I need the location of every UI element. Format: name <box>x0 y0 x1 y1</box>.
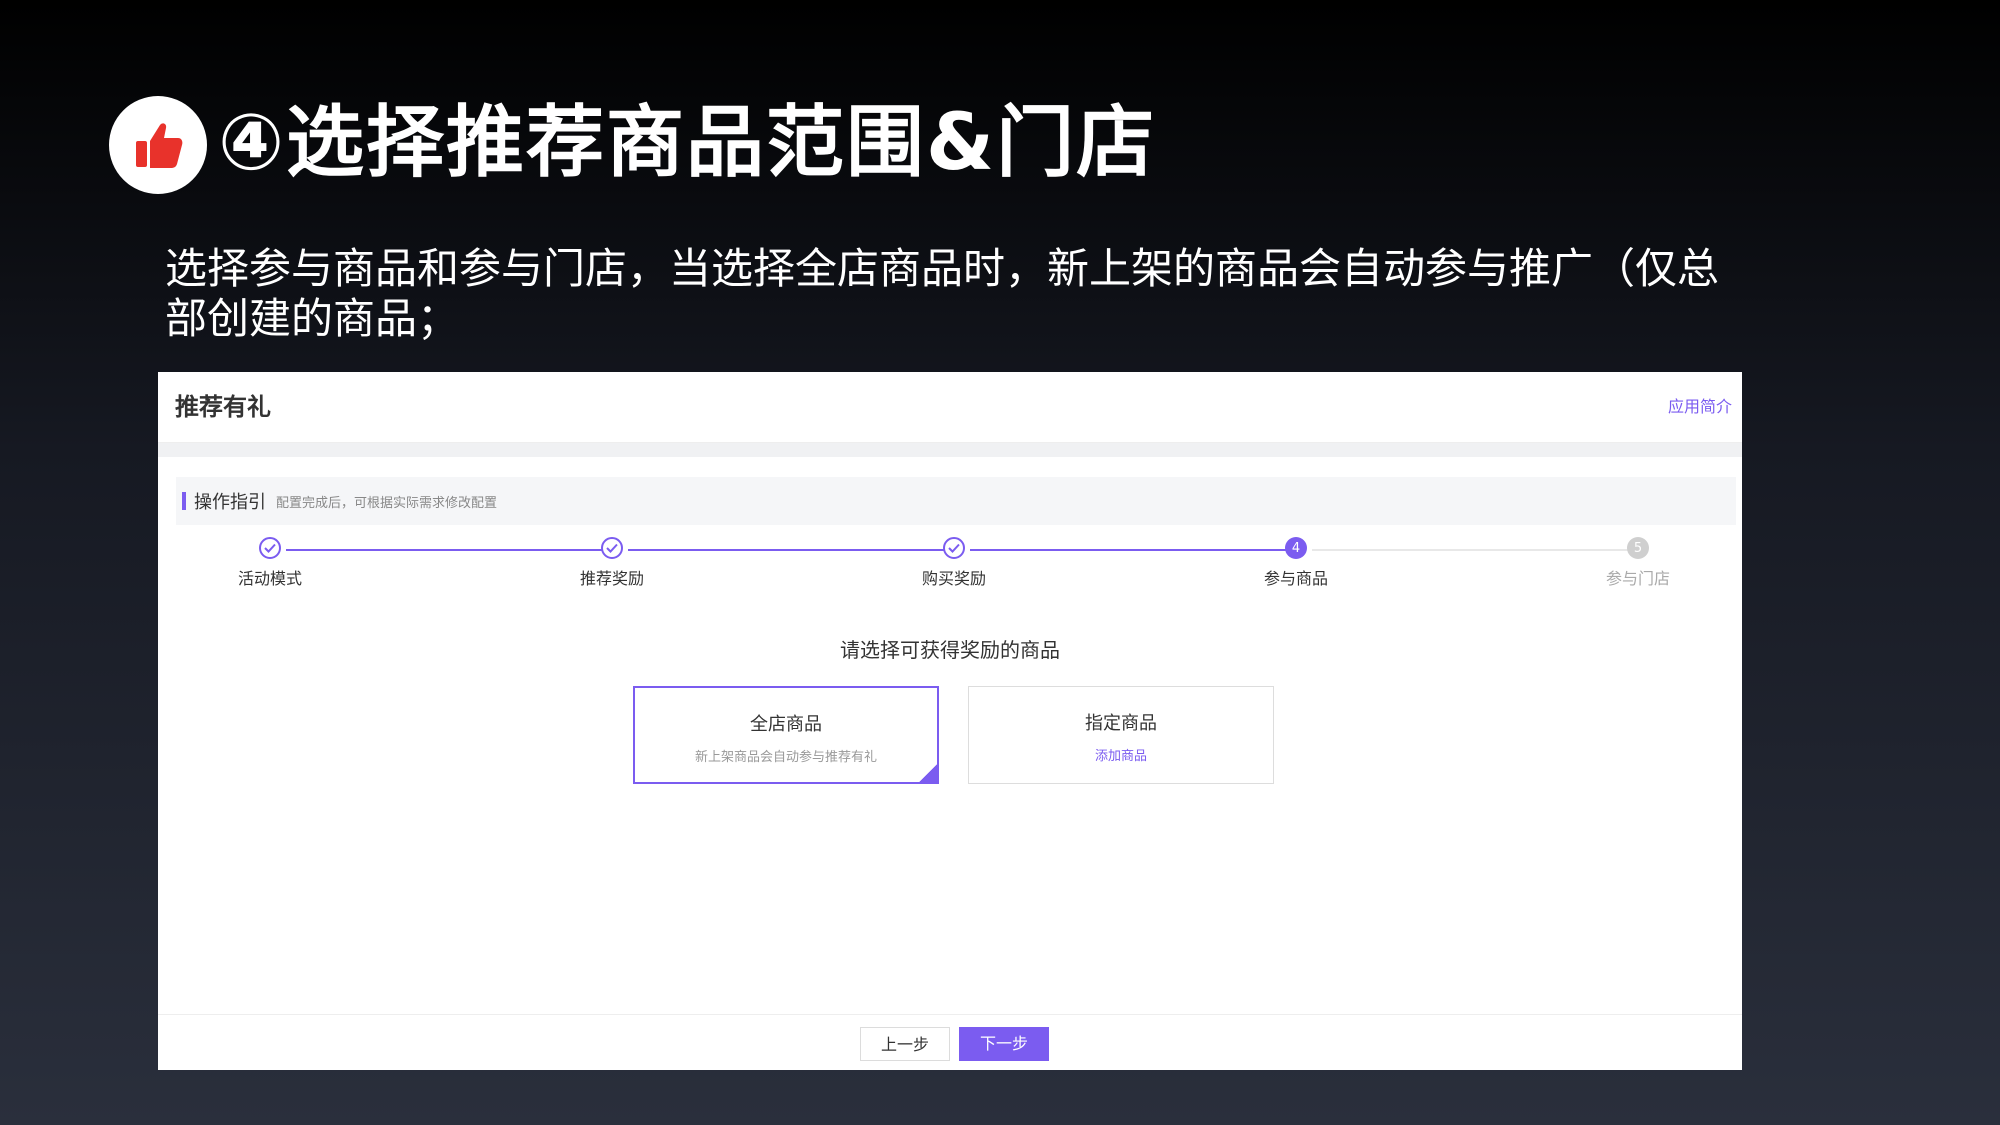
step-label: 参与商品 <box>1263 569 1328 588</box>
guide-subtitle: 配置完成后，可根据实际需求修改配置 <box>276 495 498 511</box>
next-button[interactable]: 下一步 <box>959 1027 1049 1061</box>
step-connector <box>1312 549 1642 551</box>
step-label: 购买奖励 <box>921 569 986 588</box>
divider <box>158 443 1742 457</box>
option-specified-products[interactable]: 指定商品 添加商品 <box>968 686 1274 784</box>
app-panel: 推荐有礼 应用简介 操作指引 配置完成后，可根据实际需求修改配置 活动模式 推荐… <box>158 372 1742 1070</box>
step-3[interactable]: 购买奖励 <box>884 537 1024 589</box>
step-connector <box>628 549 958 551</box>
step-connector <box>970 549 1300 551</box>
guide-bar: 操作指引 配置完成后，可根据实际需求修改配置 <box>176 477 1736 525</box>
step-label: 推荐奖励 <box>579 569 644 588</box>
option-title: 全店商品 <box>750 714 822 735</box>
thumbs-up-icon <box>136 123 183 168</box>
step-label: 参与门店 <box>1605 569 1670 588</box>
guide-title: 操作指引 <box>194 492 266 513</box>
selected-corner-icon <box>919 764 937 782</box>
guide-accent-bar <box>182 492 186 510</box>
step-2[interactable]: 推荐奖励 <box>542 537 682 589</box>
step-number: 5 <box>1627 537 1649 559</box>
option-title: 指定商品 <box>1085 713 1157 734</box>
footer-bar: 上一步 下一步 <box>158 1014 1742 1070</box>
step-4[interactable]: 4 参与商品 <box>1226 537 1366 589</box>
add-products-link[interactable]: 添加商品 <box>1094 749 1147 764</box>
panel-header: 推荐有礼 应用简介 <box>158 372 1742 443</box>
option-subtitle: 新上架商品会自动参与推荐有礼 <box>694 750 877 765</box>
selection-prompt: 请选择可获得奖励的商品 <box>840 638 1060 662</box>
slide-description: 选择参与商品和参与门店，当选择全店商品时，新上架的商品会自动参与推广（仅总部创建… <box>165 244 1720 343</box>
thumbs-up-icon-badge <box>109 96 207 194</box>
check-icon <box>943 537 965 559</box>
step-1[interactable]: 活动模式 <box>200 537 340 589</box>
prev-button[interactable]: 上一步 <box>860 1027 950 1061</box>
step-progress: 活动模式 推荐奖励 购买奖励 4 参与商品 5 参与门店 <box>158 525 1742 605</box>
step-number: 4 <box>1285 537 1307 559</box>
step-5[interactable]: 5 参与门店 <box>1568 537 1708 589</box>
check-icon <box>601 537 623 559</box>
option-all-products[interactable]: 全店商品 新上架商品会自动参与推荐有礼 <box>633 686 939 784</box>
check-icon <box>259 537 281 559</box>
step-label: 活动模式 <box>237 569 302 588</box>
step-connector <box>286 549 616 551</box>
slide-title: ④选择推荐商品范围&门店 <box>218 98 1157 188</box>
help-link[interactable]: 应用简介 <box>1667 397 1732 416</box>
app-title: 推荐有礼 <box>175 393 271 421</box>
